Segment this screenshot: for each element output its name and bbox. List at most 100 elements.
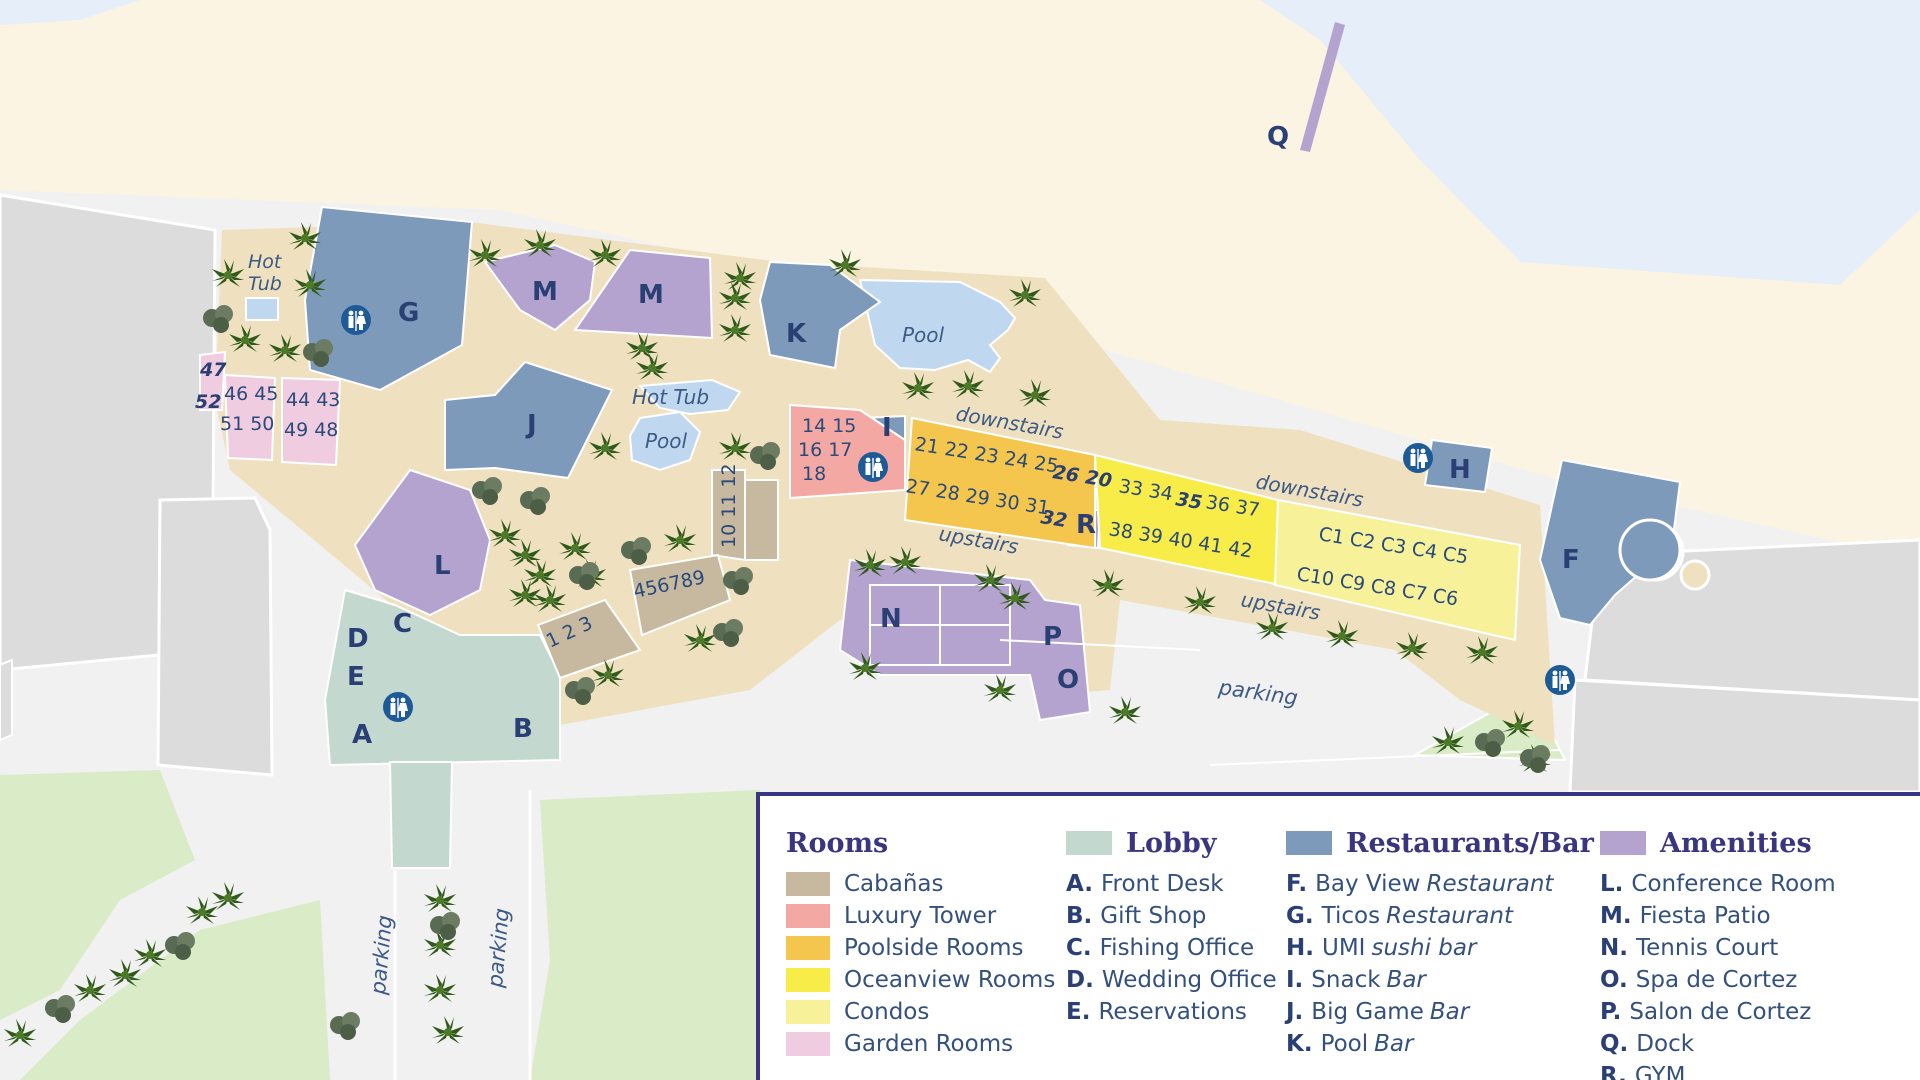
legend-item-label: Snack <box>1311 967 1381 993</box>
letter-o: O <box>1057 665 1079 695</box>
letter-h: H <box>1449 455 1471 485</box>
legend-item-label: UMI <box>1322 935 1366 961</box>
legend-item-key: O. <box>1600 967 1628 993</box>
grass-south <box>530 790 760 1080</box>
legend-item: M. Fiesta Patio <box>1600 900 1836 932</box>
building-g-ticos <box>303 205 474 392</box>
restroom-icon <box>341 305 371 335</box>
restroom-icon <box>383 692 413 722</box>
building-edge <box>0 658 13 742</box>
room-number: 35 <box>1174 488 1204 514</box>
legend-item-key: Q. <box>1600 1031 1629 1057</box>
legend-item-key: B. <box>1066 903 1093 929</box>
legend-item: D. Wedding Office <box>1066 964 1277 996</box>
letter-r: R <box>1076 510 1096 540</box>
room-number: 18 <box>802 463 826 485</box>
legend-item: P. Salon de Cortez <box>1600 996 1836 1028</box>
building-f-bay-view <box>1538 458 1682 627</box>
room-number: 14 15 <box>802 415 856 437</box>
pool-main <box>858 278 1017 374</box>
building-n-o-p <box>838 558 1092 722</box>
legend-item-key: C. <box>1066 935 1092 961</box>
legend-item-label: Tennis Court <box>1636 935 1779 961</box>
legend-room-label: Poolside Rooms <box>844 935 1024 961</box>
legend-rooms-title: Rooms <box>786 827 889 859</box>
legend-item: Q.Dock <box>1600 1028 1836 1060</box>
legend-item-suffix: Restaurant <box>1426 871 1554 897</box>
legend-item-label: Wedding Office <box>1101 967 1277 993</box>
hot-tub-label: Tub <box>248 273 282 295</box>
legend-item-key: I. <box>1286 967 1304 993</box>
restroom-icon <box>1545 665 1575 695</box>
room-number: 44 43 <box>286 389 340 411</box>
cabanas-4-9 <box>628 553 732 637</box>
legend-item-key: D. <box>1066 967 1094 993</box>
cabanas-1-3 <box>536 598 642 680</box>
grass-southwest <box>20 900 330 1080</box>
letter-d: D <box>347 624 369 654</box>
legend-room-item: Cabañas <box>786 868 1055 900</box>
room-number: 32 <box>1039 506 1069 532</box>
legend-item-suffix: Restaurant <box>1386 903 1514 929</box>
building-east <box>1583 538 1920 702</box>
legend-item-key: G. <box>1286 903 1314 929</box>
letter-n: N <box>880 604 902 634</box>
hot-tub-2 <box>637 378 742 416</box>
dock <box>1300 22 1345 152</box>
legend-item-key: M. <box>1600 903 1632 929</box>
room-number: 16 17 <box>798 439 852 461</box>
legend-room-item: Condos <box>786 996 1055 1028</box>
legend-item-label: Gift Shop <box>1100 903 1207 929</box>
legend-item: E.Reservations <box>1066 996 1277 1028</box>
legend-item-label: Bay View <box>1315 871 1421 897</box>
legend-item-key: A. <box>1066 871 1093 897</box>
garden-rooms-45-50 <box>223 373 277 462</box>
room-color-swatch <box>786 1000 830 1024</box>
garden-rooms-47-52 <box>199 350 227 411</box>
building-m-fiesta-patio-2 <box>573 248 714 340</box>
room-number: 10 11 12 <box>718 463 740 548</box>
water-corner <box>0 0 140 25</box>
room-color-swatch <box>786 904 830 928</box>
legend-item-label: Fiesta Patio <box>1639 903 1771 929</box>
letter-f: F <box>1562 545 1580 575</box>
legend-item-label: Pool <box>1320 1031 1369 1057</box>
legend-item: R. GYM <box>1600 1060 1836 1080</box>
legend-item-label: Front Desk <box>1100 871 1224 897</box>
legend-room-label: Luxury Tower <box>844 903 997 929</box>
room-color-swatch <box>786 1032 830 1056</box>
legend-item-label: GYM <box>1634 1063 1686 1080</box>
building-f-dome <box>1618 518 1682 582</box>
legend-item-key: R. <box>1600 1063 1627 1080</box>
letter-q: Q <box>1267 122 1289 152</box>
letter-i: I <box>882 413 892 443</box>
condos <box>1273 498 1522 642</box>
legend-item-suffix: sushi bar <box>1371 935 1477 961</box>
legend-item-key: N. <box>1600 935 1628 961</box>
room-number: 46 45 <box>224 383 278 405</box>
legend-item-label: Fishing Office <box>1099 935 1255 961</box>
legend-item-label: Salon de Cortez <box>1629 999 1812 1025</box>
legend-item-suffix: Bar <box>1429 999 1470 1025</box>
legend-item-key: F. <box>1286 871 1308 897</box>
hot-tub-label: Hot Tub <box>632 385 709 409</box>
legend-item-suffix: Bar <box>1386 967 1426 993</box>
building-k-pool-bar <box>758 260 882 370</box>
legend-item: B. Gift Shop <box>1066 900 1277 932</box>
legend-item-key: P. <box>1600 999 1622 1025</box>
legend-item-key: L. <box>1600 871 1624 897</box>
room-color-swatch <box>786 936 830 960</box>
legend-lobby-title: Lobby <box>1126 827 1217 859</box>
letter-g: G <box>398 298 419 328</box>
legend-item-label: Conference Room <box>1631 871 1836 897</box>
building-east-2 <box>1568 678 1920 794</box>
room-number: 47 <box>199 359 227 381</box>
